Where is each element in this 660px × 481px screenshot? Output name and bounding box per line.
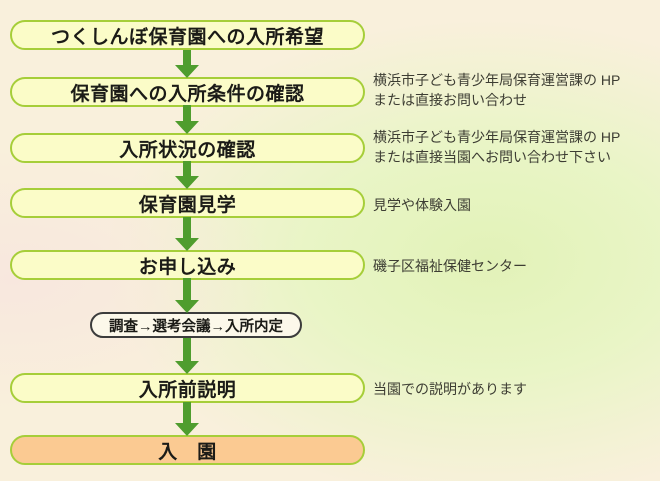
flow-step-status-check: 入所状況の確認 [10, 133, 365, 163]
down-arrow-icon [175, 161, 199, 189]
arrow-head [175, 176, 199, 189]
arrow-head [175, 423, 199, 436]
flow-step-visit: 保育園見学 [10, 188, 365, 218]
flow-step-label: 入所前説明 [138, 379, 237, 401]
arrow-head [175, 121, 199, 134]
flow-step-label: 保育園見学 [138, 194, 237, 216]
flow-step-screening-pill: 調査→選考会議→入所内定 [90, 312, 302, 338]
arrow-stem [183, 105, 191, 122]
arrow-head [175, 300, 199, 313]
step-note-conditions: 横浜市子ども青少年局保育運営課の HP または直接お問い合わせ [373, 72, 621, 108]
arrow-stem [183, 217, 191, 239]
step-note-status-check: 横浜市子ども青少年局保育運営課の HP または直接当園へお問い合わせ下さい [373, 129, 621, 165]
flow-step-label: 調査→選考会議→入所内定 [109, 318, 283, 335]
step-note-apply: 磯子区福祉保健センター [373, 258, 527, 274]
arrow-stem [183, 402, 191, 424]
down-arrow-icon [175, 105, 199, 134]
down-arrow-icon [175, 402, 199, 436]
down-arrow-icon [175, 217, 199, 251]
arrow-stem [183, 338, 191, 362]
step-note-visit: 見学や体験入園 [373, 197, 471, 213]
step-note-briefing: 当園での説明があります [373, 381, 527, 397]
flow-step-label: 保育園への入所条件の確認 [70, 83, 305, 105]
down-arrow-icon [175, 50, 199, 78]
flow-step-wish: つくしんぼ保育園への入所希望 [10, 20, 365, 50]
arrow-head [175, 238, 199, 251]
flow-step-apply: お申し込み [10, 250, 365, 280]
flow-step-label: つくしんぼ保育園への入所希望 [50, 26, 324, 48]
flow-step-label: お申し込み [138, 256, 237, 278]
arrow-head [175, 65, 199, 78]
down-arrow-icon [175, 278, 199, 313]
flow-step-enter: 入 園 [10, 435, 365, 465]
arrow-stem [183, 161, 191, 177]
flow-step-conditions: 保育園への入所条件の確認 [10, 77, 365, 107]
flow-step-label: 入 園 [158, 441, 217, 463]
flow-step-briefing: 入所前説明 [10, 373, 365, 403]
down-arrow-icon [175, 338, 199, 374]
arrow-stem [183, 278, 191, 301]
arrow-stem [183, 50, 191, 66]
flow-step-label: 入所状況の確認 [119, 139, 256, 161]
arrow-head [175, 361, 199, 374]
